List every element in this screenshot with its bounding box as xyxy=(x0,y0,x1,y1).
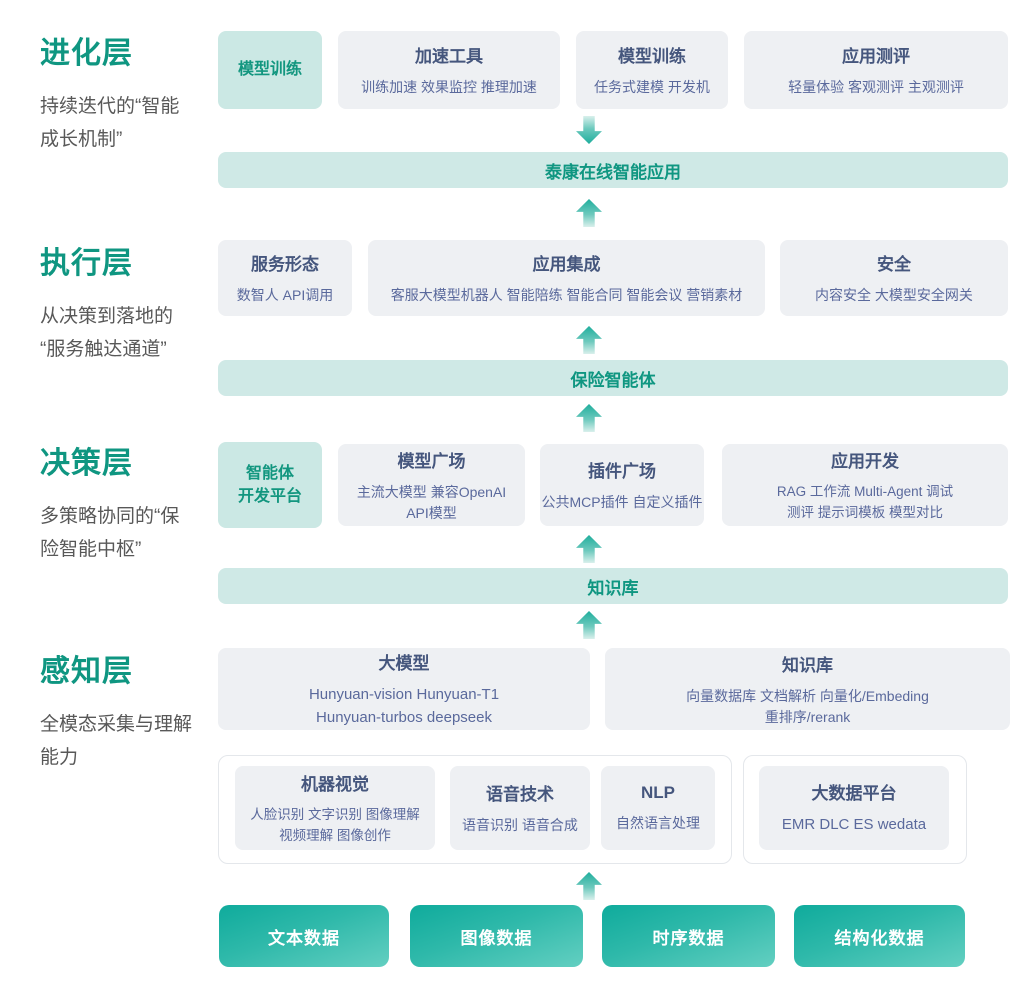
layer-desc-evolution: 持续迭代的“智能 成长机制” xyxy=(40,96,180,150)
layer-title-evolution: 进化层 xyxy=(40,37,133,70)
box-bigdata-platform: 大数据平台 EMR DLC ES wedata xyxy=(759,766,949,850)
data-source-structured: 结构化数据 xyxy=(794,905,965,967)
arrow-up-icon xyxy=(576,872,602,900)
box-service-forms: 服务形态 数智人 API调用 xyxy=(218,240,352,316)
box-security-items: 内容安全 大模型安全网关 xyxy=(815,287,973,303)
box-app-integration-title: 应用集成 xyxy=(532,255,601,274)
arrow-up-icon xyxy=(576,535,602,563)
box-bigdata-platform-title: 大数据平台 xyxy=(811,784,897,804)
banner-taikang-app: 泰康在线智能应用 xyxy=(218,152,1008,188)
box-knowledge-base-title: 知识库 xyxy=(782,655,833,675)
box-computer-vision-title: 机器视觉 xyxy=(301,775,369,795)
box-app-evaluation: 应用测评 轻量体验 客观测评 主观测评 xyxy=(744,31,1008,109)
box-model-plaza-items: 主流大模型 兼容OpenAI API模型 xyxy=(356,483,507,521)
box-plugin-plaza-title: 插件广场 xyxy=(588,462,656,481)
box-nlp: NLP 自然语言处理 xyxy=(601,766,715,850)
box-nlp-items: 自然语言处理 xyxy=(616,814,700,831)
box-computer-vision: 机器视觉 人脸识别 文字识别 图像理解 视频理解 图像创作 xyxy=(235,766,435,850)
banner-knowledge-base: 知识库 xyxy=(218,568,1008,604)
banner-insurance-agent: 保险智能体 xyxy=(218,360,1008,396)
layer-label-execution: 执行层 从决策到落地的 “服务触达通道” xyxy=(40,238,230,366)
arrow-up-icon xyxy=(576,404,602,432)
layer-label-perception: 感知层 全模态采集与理解 能力 xyxy=(40,646,230,774)
box-model-training: 模型训练 任务式建模 开发机 xyxy=(576,31,728,109)
data-source-image: 图像数据 xyxy=(410,905,583,967)
box-bigdata-platform-items: EMR DLC ES wedata xyxy=(781,816,927,834)
box-speech-tech-items: 语音识别 语音合成 xyxy=(462,817,578,833)
highlight-box-model-training: 模型训练 xyxy=(218,31,322,109)
arrow-down-icon xyxy=(576,116,602,144)
box-security-title: 安全 xyxy=(877,255,911,274)
box-app-evaluation-title: 应用测评 xyxy=(842,47,910,66)
box-llm-title: 大模型 xyxy=(378,654,430,673)
box-app-integration: 应用集成 客服大模型机器人 智能陪练 智能合同 智能会议 营销素材 xyxy=(368,240,765,316)
layer-label-evolution: 进化层 持续迭代的“智能 成长机制” xyxy=(40,28,230,156)
layer-title-execution: 执行层 xyxy=(40,247,133,280)
box-speech-tech-title: 语音技术 xyxy=(486,785,554,804)
box-security: 安全 内容安全 大模型安全网关 xyxy=(780,240,1008,316)
box-app-development-title: 应用开发 xyxy=(831,452,899,472)
box-plugin-plaza-items: 公共MCP插件 自定义插件 xyxy=(541,494,703,510)
box-service-forms-title: 服务形态 xyxy=(251,255,319,274)
layer-title-perception: 感知层 xyxy=(40,655,133,688)
box-computer-vision-items: 人脸识别 文字识别 图像理解 视频理解 图像创作 xyxy=(250,807,420,843)
box-nlp-title: NLP xyxy=(641,782,675,802)
box-speech-tech: 语音技术 语音识别 语音合成 xyxy=(450,766,590,850)
arrow-up-icon xyxy=(576,611,602,639)
box-acceleration-tools-title: 加速工具 xyxy=(415,47,483,66)
box-plugin-plaza: 插件广场 公共MCP插件 自定义插件 xyxy=(540,444,704,526)
layer-desc-execution: 从决策到落地的 “服务触达通道” xyxy=(40,306,174,360)
box-app-development-items: RAG 工作流 Multi-Agent 调试 测评 提示词模板 模型对比 xyxy=(776,484,954,520)
layer-desc-perception: 全模态采集与理解 能力 xyxy=(40,714,193,768)
layer-desc-decision: 多策略协同的“保 险智能中枢” xyxy=(40,506,180,560)
box-llm-items: Hunyuan-vision Hunyuan-T1 Hunyuan-turbos… xyxy=(308,686,500,726)
box-knowledge-base: 知识库 向量数据库 文档解析 向量化/Embeding 重排序/rerank xyxy=(605,648,1010,730)
box-acceleration-tools: 加速工具 训练加速 效果监控 推理加速 xyxy=(338,31,560,109)
layer-label-decision: 决策层 多策略协同的“保 险智能中枢” xyxy=(40,438,230,566)
arrow-up-icon xyxy=(576,199,602,227)
box-service-forms-items: 数智人 API调用 xyxy=(236,287,334,303)
box-llm: 大模型 Hunyuan-vision Hunyuan-T1 Hunyuan-tu… xyxy=(218,648,590,730)
box-knowledge-base-items: 向量数据库 文档解析 向量化/Embeding 重排序/rerank xyxy=(686,687,929,725)
data-source-timeseries: 时序数据 xyxy=(602,905,775,967)
box-model-plaza: 模型广场 主流大模型 兼容OpenAI API模型 xyxy=(338,444,525,526)
box-model-training-items: 任务式建模 开发机 xyxy=(594,79,710,95)
arrow-up-icon xyxy=(576,326,602,354)
box-model-training-title: 模型训练 xyxy=(618,47,686,66)
box-model-plaza-title: 模型广场 xyxy=(397,451,466,471)
box-app-evaluation-items: 轻量体验 客观测评 主观测评 xyxy=(788,79,964,95)
box-app-integration-items: 客服大模型机器人 智能陪练 智能合同 智能会议 营销素材 xyxy=(390,287,743,303)
layer-title-decision: 决策层 xyxy=(40,447,133,480)
data-source-text: 文本数据 xyxy=(219,905,389,967)
box-acceleration-tools-items: 训练加速 效果监控 推理加速 xyxy=(361,79,537,95)
highlight-box-agent-dev-platform: 智能体 开发平台 xyxy=(218,442,322,528)
box-app-development: 应用开发 RAG 工作流 Multi-Agent 调试 测评 提示词模板 模型对… xyxy=(722,444,1008,526)
